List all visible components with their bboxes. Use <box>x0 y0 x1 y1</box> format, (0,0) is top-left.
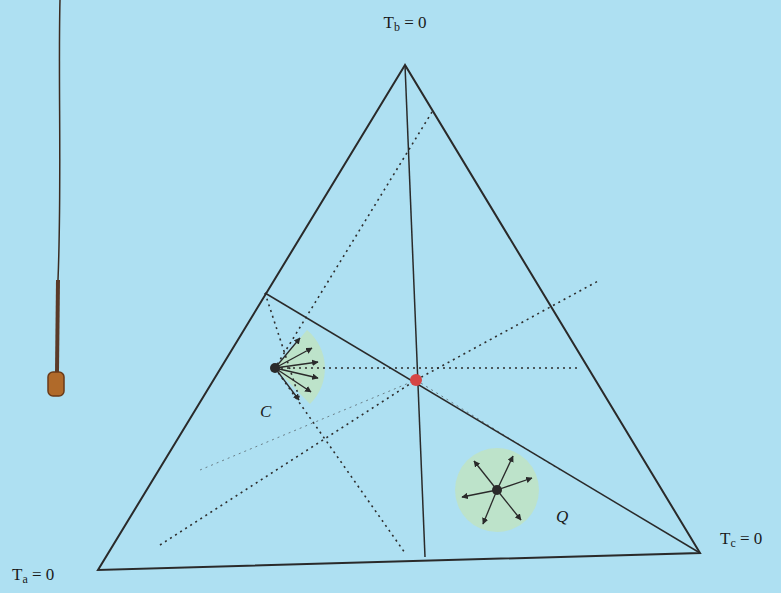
triangle <box>98 65 700 570</box>
center-dot <box>410 374 422 386</box>
subscript: b <box>394 20 400 34</box>
faint-lines <box>200 380 560 470</box>
wedge-region <box>275 330 325 404</box>
subscript: c <box>730 536 735 550</box>
mic-cord <box>57 280 58 372</box>
symbol: T <box>720 529 730 548</box>
mic-capsule <box>48 372 64 396</box>
arrows-q <box>462 456 532 524</box>
equation-rest: = 0 <box>400 13 427 32</box>
edge-label: Tc = 0 <box>720 530 762 549</box>
median-line <box>405 65 425 557</box>
point-q <box>492 485 502 495</box>
equation-rest: = 0 <box>28 565 55 584</box>
equation-rest: = 0 <box>736 529 763 548</box>
disk-region <box>455 448 539 532</box>
arrows-c <box>275 338 318 400</box>
median-line <box>265 293 700 553</box>
symbol: T <box>12 565 22 584</box>
symbol: T <box>384 13 394 32</box>
dotted-lines <box>160 112 600 553</box>
subscript: a <box>22 572 27 586</box>
edge-label: Ta = 0 <box>12 566 54 585</box>
edge-label: Tb = 0 <box>384 14 427 33</box>
mic-cord <box>58 0 60 280</box>
point-c <box>270 363 280 373</box>
point-label: C <box>260 403 271 422</box>
point-label: Q <box>556 508 568 527</box>
